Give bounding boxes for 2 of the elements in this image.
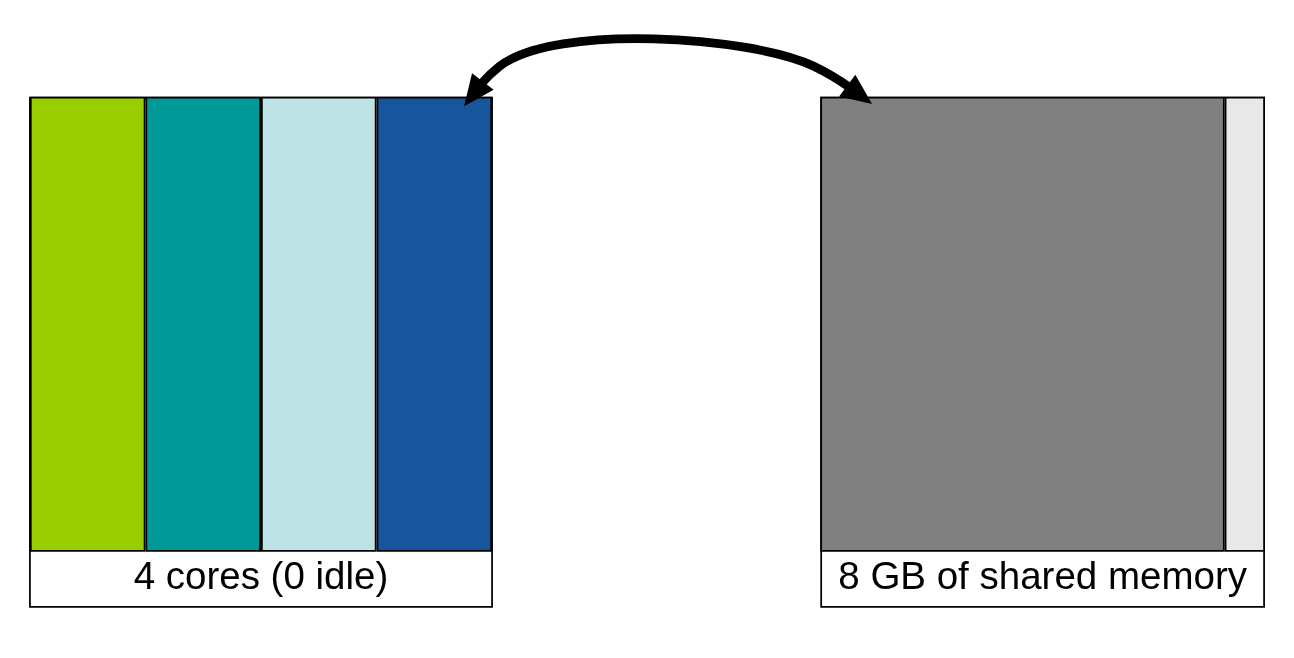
node-label: 4 cores (0 idle) xyxy=(133,553,389,597)
node-label: 8 GB of shared memory xyxy=(838,553,1247,597)
